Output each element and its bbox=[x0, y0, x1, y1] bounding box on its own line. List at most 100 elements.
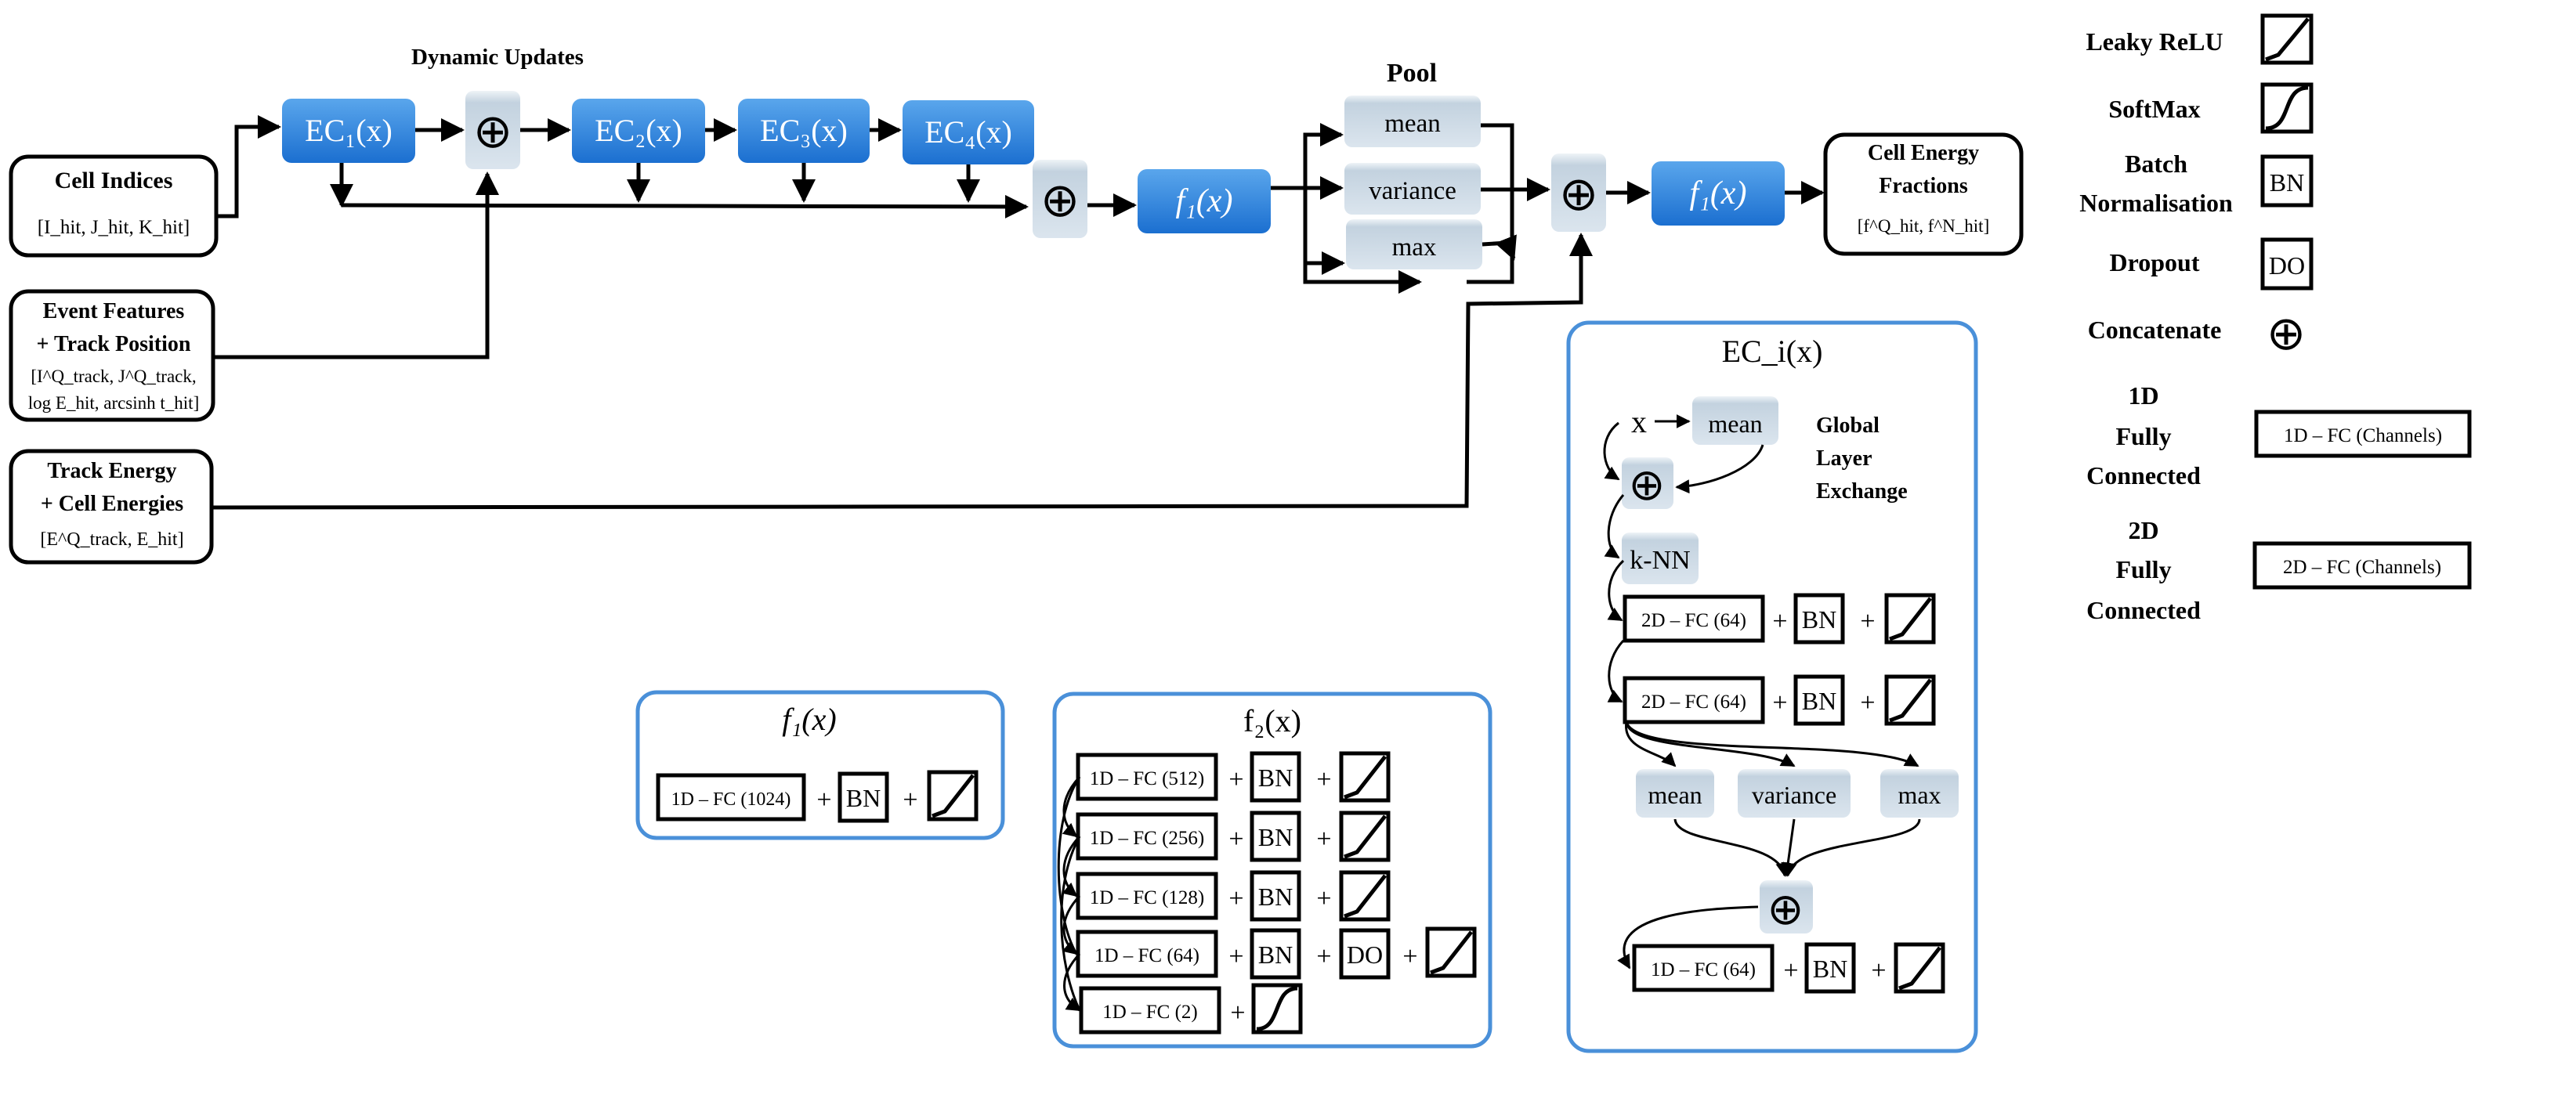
svg-text:mean: mean bbox=[1384, 110, 1440, 138]
fc2d-box-legend: 2D – FC (Channels) bbox=[2252, 541, 2472, 590]
pool-title: Pool bbox=[1387, 59, 1437, 88]
eci-knn-block: k-NN bbox=[1622, 533, 1699, 584]
svg-text:+: + bbox=[1228, 825, 1243, 854]
f2-leaky-relu-icon-4 bbox=[1425, 926, 1477, 978]
pool-max: max bbox=[1346, 219, 1482, 269]
svg-text:+: + bbox=[1316, 884, 1331, 913]
eci-x-label: x bbox=[1631, 404, 1647, 439]
concat-node-pool: ⊕ bbox=[1551, 153, 1606, 232]
svg-text:+: + bbox=[1316, 765, 1331, 794]
svg-text:+: + bbox=[1772, 607, 1787, 636]
f1-panel-bn: BN bbox=[838, 771, 889, 823]
svg-text:+: + bbox=[1860, 607, 1875, 636]
f1-panel-leaky-relu-icon bbox=[927, 770, 979, 822]
f2-layer-1: 1D – FC (512) bbox=[1090, 768, 1205, 789]
ec1-block: EC₁(x) bbox=[282, 99, 415, 163]
svg-text:+: + bbox=[1316, 942, 1331, 971]
legend-fc2d-label-2: Fully bbox=[2115, 555, 2171, 583]
legend-batch-norm-label-1: Batch bbox=[2125, 150, 2187, 178]
f2-leaky-relu-icon-3 bbox=[1339, 870, 1391, 922]
svg-text:+: + bbox=[1871, 956, 1886, 985]
svg-text:⊕: ⊕ bbox=[1040, 175, 1080, 226]
svg-text:+: + bbox=[1228, 942, 1243, 971]
svg-text:BN: BN bbox=[1813, 955, 1847, 983]
f1-label-main: f₁(x) bbox=[1176, 183, 1233, 219]
svg-text:⊕: ⊕ bbox=[473, 106, 512, 157]
event-features-title-1: Event Features bbox=[43, 299, 185, 323]
eci-panel-title: EC_i(x) bbox=[1722, 334, 1823, 369]
eci-leaky-relu-icon-1 bbox=[1884, 593, 1936, 645]
concat-node-dynamic: ⊕ bbox=[465, 91, 520, 169]
eci-pool-variance: variance bbox=[1738, 769, 1851, 818]
svg-text:+: + bbox=[903, 785, 917, 814]
f2-layer-5: 1D – FC (2) bbox=[1102, 1002, 1198, 1023]
ec4-label: EC₄(x) bbox=[924, 114, 1012, 150]
concat-icon: ⊕ bbox=[2267, 308, 2306, 359]
svg-text:⊕: ⊕ bbox=[1767, 886, 1804, 934]
svg-text:max: max bbox=[1898, 781, 1941, 809]
track-energy-formula: [E^Q_track, E_hit] bbox=[40, 529, 183, 550]
f2-layer-4: 1D – FC (64) bbox=[1094, 945, 1199, 966]
track-energy-title-2: + Cell Energies bbox=[41, 492, 183, 516]
bn-box-legend: BN bbox=[2260, 154, 2314, 208]
eci-leaky-relu-icon-3 bbox=[1894, 942, 1945, 994]
output-formula: [f^Q_hit, f^N_hit] bbox=[1858, 216, 1990, 236]
f1-block-final: f₁(x) bbox=[1652, 161, 1785, 226]
f1-panel-fc-layer: 1D – FC (1024) bbox=[656, 773, 806, 822]
svg-text:+: + bbox=[816, 785, 831, 814]
svg-text:1D – FC (1024): 1D – FC (1024) bbox=[671, 789, 791, 810]
ec2-block: EC₂(x) bbox=[572, 99, 705, 163]
leaky-relu-icon bbox=[2260, 13, 2314, 65]
svg-text:+: + bbox=[1402, 942, 1417, 971]
event-features-formula-1: [I^Q_track, J^Q_track, bbox=[31, 367, 196, 386]
main-arrows bbox=[211, 115, 1825, 510]
eci-mean-block: mean bbox=[1692, 396, 1778, 445]
svg-text:+: + bbox=[1860, 688, 1875, 717]
output-box: Cell Energy Fractions [f^Q_hit, f^N_hit] bbox=[1823, 132, 2024, 256]
do-box-legend: DO bbox=[2260, 237, 2314, 291]
f1-panel: f₁(x) 1D – FC (1024) + BN + bbox=[635, 690, 1005, 840]
legend-fc1d-label-2: Fully bbox=[2115, 422, 2171, 450]
cell-indices-formula: [I_hit, J_hit, K_hit] bbox=[38, 217, 190, 238]
legend-softmax-label: SoftMax bbox=[2108, 95, 2200, 123]
cell-indices-box: Cell Indices [I_hit, J_hit, K_hit] bbox=[9, 154, 219, 258]
f2-panel-title: f₂(x) bbox=[1243, 703, 1301, 738]
f2-do-box: DO bbox=[1339, 928, 1391, 980]
f2-layer-3: 1D – FC (128) bbox=[1090, 887, 1205, 908]
legend-fc2d-label-1: 2D bbox=[2128, 516, 2158, 544]
svg-text:max: max bbox=[1392, 233, 1437, 262]
svg-text:+: + bbox=[1228, 884, 1243, 913]
svg-text:⊕: ⊕ bbox=[1629, 461, 1666, 510]
legend-leaky-relu-label: Leaky ReLU bbox=[2086, 27, 2223, 56]
f1-block-main: f₁(x) bbox=[1138, 169, 1271, 233]
eci-pool-mean: mean bbox=[1636, 769, 1714, 818]
ec1-label: EC₁(x) bbox=[305, 113, 393, 148]
svg-text:variance: variance bbox=[1369, 177, 1456, 205]
output-title-1: Cell Energy bbox=[1868, 141, 1979, 165]
eci-concat-node-1: ⊕ bbox=[1622, 457, 1673, 510]
svg-text:k-NN: k-NN bbox=[1630, 546, 1690, 575]
svg-text:BN: BN bbox=[2270, 168, 2304, 197]
softmax-icon bbox=[2260, 82, 2314, 134]
cell-indices-title: Cell Indices bbox=[55, 168, 173, 193]
legend-batch-norm-label-2: Normalisation bbox=[2079, 189, 2233, 217]
dynamic-updates-label: Dynamic Updates bbox=[411, 45, 584, 70]
f2-panel: f₂(x) 1D – FC (512) + BN + 1D – FC (256)… bbox=[1052, 692, 1492, 1049]
legend: Leaky ReLU SoftMax Batch Normalisation B… bbox=[2079, 13, 2472, 624]
eci-2dfc-2: 2D – FC (64) bbox=[1641, 692, 1746, 713]
svg-text:BN: BN bbox=[1258, 941, 1293, 969]
svg-text:BN: BN bbox=[1802, 687, 1836, 715]
event-features-formula-2: log E_hit, arcsinh t_hit] bbox=[28, 393, 199, 413]
svg-text:+: + bbox=[1316, 825, 1331, 854]
ec3-label: EC₃(x) bbox=[760, 113, 848, 148]
event-features-box: Event Features + Track Position [I^Q_tra… bbox=[9, 289, 215, 422]
svg-text:1D – FC (Channels): 1D – FC (Channels) bbox=[2284, 425, 2442, 446]
fc1d-box-legend: 1D – FC (Channels) bbox=[2254, 410, 2472, 458]
output-title-2: Fractions bbox=[1879, 174, 1968, 198]
track-energy-title-1: Track Energy bbox=[47, 459, 176, 483]
eci-concat-node-2: ⊕ bbox=[1760, 880, 1813, 934]
eci-global-2: Layer bbox=[1816, 446, 1872, 471]
svg-text:DO: DO bbox=[1347, 941, 1383, 969]
svg-text:+: + bbox=[1230, 998, 1245, 1027]
